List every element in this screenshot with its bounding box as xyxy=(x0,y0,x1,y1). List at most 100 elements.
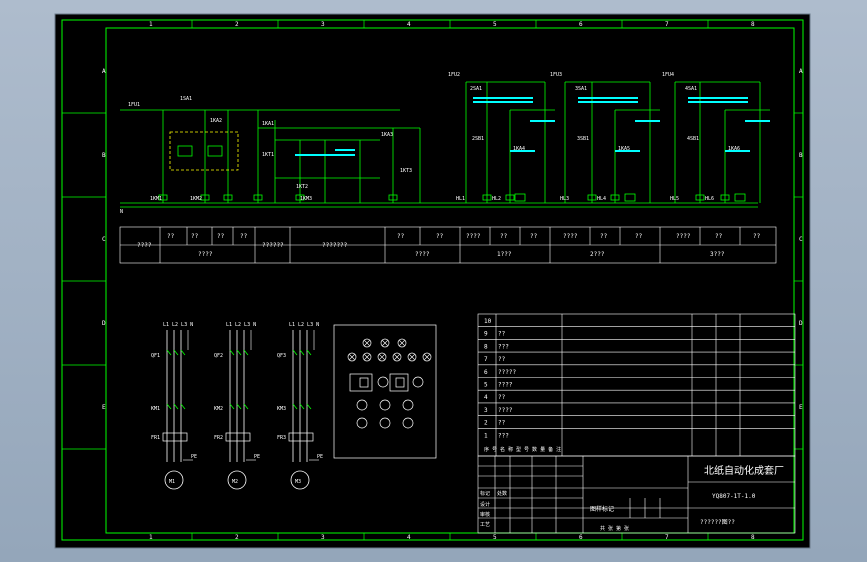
panel-marks xyxy=(348,339,431,361)
part-name: ??? xyxy=(498,432,509,439)
feed-3-label: 1FU3 xyxy=(550,72,562,78)
feed-label: 1FU1 xyxy=(128,102,140,108)
parts-row: 10 xyxy=(484,318,492,325)
tb-label: 标记 xyxy=(480,490,490,497)
part-number: 10 xyxy=(484,318,492,325)
contactor-label: KM1 xyxy=(151,406,160,412)
km-label: 1KM3 xyxy=(300,196,312,202)
part-number: 7 xyxy=(484,356,488,363)
sa-label: 3SA1 xyxy=(575,86,587,92)
table-cell: ???? xyxy=(415,251,430,258)
ka-label: 1KA6 xyxy=(728,146,740,152)
part-name: ????? xyxy=(498,369,516,376)
sa-label: 4SB1 xyxy=(687,136,699,142)
table-cell: ?????? xyxy=(262,242,284,249)
column-number: 3 xyxy=(321,21,325,28)
column-number: 6 xyxy=(579,534,583,541)
hl-label: HL2 xyxy=(492,196,501,202)
row-letter: B xyxy=(799,152,803,159)
column-number: 2 xyxy=(235,21,239,28)
sa-label: 2SB1 xyxy=(472,136,484,142)
title-block-text: 北纸自动化成套厂 YQ807-1T-1.0 ??????图?? 图样标记 共 张… xyxy=(480,464,784,532)
hl-label: HL5 xyxy=(670,196,679,202)
km-label: 1KM1 xyxy=(150,196,162,202)
function-table-text: ???? ?? ?? ?? ?? ?????? ??????? ?? ?? ??… xyxy=(137,233,761,258)
part-name: ?? xyxy=(498,394,506,401)
breaker-label: QF3 xyxy=(277,353,286,359)
parts-row: 8??? xyxy=(478,339,795,350)
part-name: ?? xyxy=(498,331,506,338)
table-cell: ?? xyxy=(635,233,643,240)
row-letter: C xyxy=(799,236,803,243)
hl-label: HL1 xyxy=(456,196,465,202)
table-cell: ???? xyxy=(466,233,481,240)
parts-row: 3???? xyxy=(478,402,795,414)
relay-label: FR2 xyxy=(214,435,223,441)
part-number: 8 xyxy=(484,343,488,350)
sheet-count: 共 张 第 张 xyxy=(600,525,629,532)
hl-label: HL4 xyxy=(597,196,606,202)
parts-list-frame xyxy=(477,313,796,457)
table-cell: ???? xyxy=(563,233,578,240)
device-labels: 1FU1 1SA1 1FU2 1FU3 1FU4 N 1KA1 1KA2 1KA… xyxy=(120,72,740,215)
km-label: 1KA2 xyxy=(210,118,222,124)
part-number: 3 xyxy=(484,407,488,414)
km-label: 1KM2 xyxy=(190,196,202,202)
motor-label: M3 xyxy=(295,479,301,485)
column-number: 8 xyxy=(751,21,755,28)
column-number: 3 xyxy=(321,534,325,541)
part-number: 5 xyxy=(484,382,488,389)
part-number: 6 xyxy=(484,369,488,376)
tb-label: 工艺 xyxy=(480,522,490,528)
feed-4-label: 1FU4 xyxy=(662,72,674,78)
ka-label: 1KA4 xyxy=(513,146,525,152)
company-name: 北纸自动化成套厂 xyxy=(704,464,784,477)
contactor-label: KM3 xyxy=(277,406,286,412)
breaker-label: QF1 xyxy=(151,353,160,359)
km-label: 1KA1 xyxy=(262,121,274,127)
row-letter: C xyxy=(102,236,106,243)
tb-label: 处数 xyxy=(497,490,507,497)
parts-row: 7?? xyxy=(478,351,795,363)
pe-label: PE xyxy=(254,454,260,460)
row-letter: E xyxy=(102,404,106,411)
sa-label: 2SA1 xyxy=(470,86,482,92)
column-number: 2 xyxy=(235,534,239,541)
title-block xyxy=(477,455,796,534)
table-cell: ?? xyxy=(753,233,761,240)
part-name: ???? xyxy=(498,407,513,414)
control-schematic xyxy=(120,81,770,208)
ka-label: 1KT3 xyxy=(400,168,412,174)
bus-label: N xyxy=(120,209,123,215)
drawing-title: ??????图?? xyxy=(700,519,735,526)
table-cell: ?? xyxy=(530,233,538,240)
parts-row: 9?? xyxy=(478,326,795,338)
table-cell: 3??? xyxy=(710,251,725,258)
motor-label: M1 xyxy=(169,479,175,485)
panel-front xyxy=(333,324,437,459)
table-cell: 1??? xyxy=(497,251,512,258)
parts-row: 5???? xyxy=(478,377,795,389)
table-cell: ???? xyxy=(676,233,691,240)
table-cell: ?? xyxy=(191,233,199,240)
feed-2-label: 1FU2 xyxy=(448,72,460,78)
pe-label: PE xyxy=(191,454,197,460)
column-number: 5 xyxy=(493,21,497,28)
column-number: 5 xyxy=(493,534,497,541)
contact-symbols xyxy=(295,97,770,156)
table-cell: ?? xyxy=(240,233,248,240)
row-letter: A xyxy=(799,68,803,75)
ka-label: 1KT1 xyxy=(262,152,274,158)
column-number: 7 xyxy=(665,21,669,28)
km-label: 1KA3 xyxy=(381,132,393,138)
column-number: 1 xyxy=(149,21,153,28)
frame-ticks xyxy=(62,20,803,540)
drawing-sheet xyxy=(54,13,811,549)
part-name: ?? xyxy=(498,356,506,363)
